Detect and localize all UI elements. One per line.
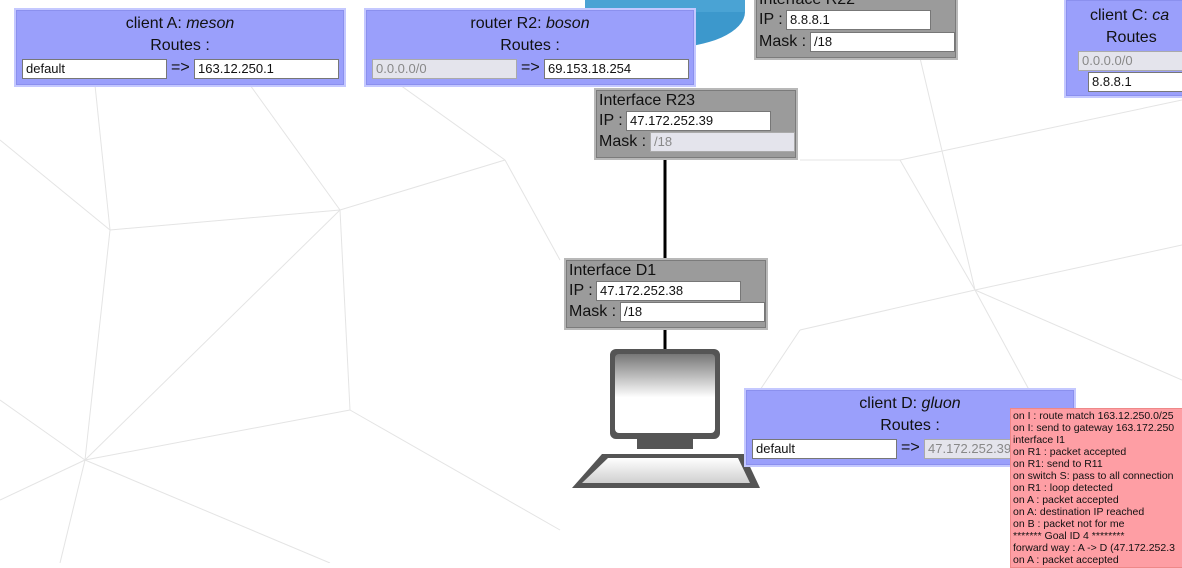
client-a-routes-label: Routes : bbox=[150, 37, 210, 54]
client-c-routes-label: Routes bbox=[1106, 29, 1157, 46]
log-line: on R1: send to R11 bbox=[1013, 458, 1103, 470]
interface-d1-panel[interactable]: Interface D1 IP : 47.172.252.38 Mask : /… bbox=[564, 258, 768, 330]
interface-r22-mask-label: Mask : bbox=[759, 33, 807, 50]
client-c-title: client C: ca bbox=[1090, 7, 1170, 24]
router-r2-route-gateway-field[interactable]: 69.153.18.254 bbox=[544, 59, 689, 79]
interface-r22-ip-field[interactable]: 8.8.8.1 bbox=[786, 10, 931, 30]
log-line: on I : route match 163.12.250.0/25 bbox=[1013, 410, 1174, 422]
router-r2-panel[interactable]: router R2: boson Routes : 0.0.0.0/0 => 6… bbox=[364, 8, 696, 87]
interface-d1-ip-field[interactable]: 47.172.252.38 bbox=[596, 281, 741, 301]
log-line: on I: send to gateway 163.172.250 bbox=[1013, 422, 1175, 434]
log-line: forward way : A -> D (47.172.252.3 bbox=[1013, 542, 1175, 554]
client-c-route-destination-field: 0.0.0.0/0 bbox=[1078, 51, 1182, 71]
client-a-panel[interactable]: client A: meson Routes : default => 163.… bbox=[14, 8, 346, 87]
router-r2-routes-label: Routes : bbox=[500, 37, 560, 54]
log-line: on A: destination IP reached bbox=[1013, 506, 1145, 518]
client-c-panel[interactable]: client C: ca Routes 0.0.0.0/0 8.8.8.1 bbox=[1064, 0, 1182, 98]
interface-r23-ip-label: IP : bbox=[599, 112, 623, 129]
log-line: ******* Goal ID 4 ******** bbox=[1013, 530, 1125, 542]
interface-r22-panel[interactable]: Interface R22 IP : 8.8.8.1 Mask : /18 bbox=[754, 0, 958, 60]
client-c-route-gateway-field[interactable]: 8.8.8.1 bbox=[1088, 72, 1182, 92]
log-line: on A : packet accepted bbox=[1013, 494, 1119, 506]
log-line: on B : packet not for me bbox=[1013, 518, 1125, 530]
router-r2-route-destination-field: 0.0.0.0/0 bbox=[372, 59, 517, 79]
computer-icon bbox=[572, 349, 760, 488]
client-a-route-arrow: => bbox=[171, 59, 190, 76]
interface-d1-mask-field[interactable]: /18 bbox=[620, 302, 765, 322]
event-log[interactable]: on I : route match 163.12.250.0/25 on I:… bbox=[1010, 408, 1182, 568]
log-line: on R1 : loop detected bbox=[1013, 482, 1113, 494]
interface-r22-mask-field[interactable]: /18 bbox=[810, 32, 955, 52]
router-r2-route-arrow: => bbox=[521, 59, 540, 76]
client-d-routes-label: Routes : bbox=[880, 417, 940, 434]
log-line: on switch S: pass to all connection bbox=[1013, 470, 1174, 482]
interface-r23-panel[interactable]: Interface R23 IP : 47.172.252.39 Mask : … bbox=[594, 88, 798, 160]
log-line: on A : packet accepted bbox=[1013, 554, 1119, 566]
interface-r22-ip-label: IP : bbox=[759, 11, 783, 28]
log-line: on R1 : packet accepted bbox=[1013, 446, 1127, 458]
interface-d1-mask-label: Mask : bbox=[569, 303, 617, 320]
interface-r23-mask-field: /18 bbox=[650, 132, 795, 152]
interface-r22-title: Interface R22 bbox=[759, 0, 855, 10]
interface-d1-ip-label: IP : bbox=[569, 282, 593, 299]
interface-r23-title: Interface R23 bbox=[599, 92, 696, 109]
interface-r23-mask-label: Mask : bbox=[599, 133, 647, 150]
client-a-route-destination-field[interactable]: default bbox=[22, 59, 167, 79]
router-r2-title: router R2: boson bbox=[470, 15, 590, 32]
client-a-title: client A: meson bbox=[125, 15, 235, 32]
client-a-route-gateway-field[interactable]: 163.12.250.1 bbox=[194, 59, 339, 79]
client-d-route-arrow: => bbox=[901, 439, 920, 456]
client-d-title: client D: gluon bbox=[859, 395, 961, 412]
client-d-route-destination-field[interactable]: default bbox=[752, 439, 897, 459]
interface-r23-ip-field[interactable]: 47.172.252.39 bbox=[626, 111, 771, 131]
interface-d1-title: Interface D1 bbox=[569, 262, 657, 279]
log-line: interface I1 bbox=[1013, 434, 1065, 446]
